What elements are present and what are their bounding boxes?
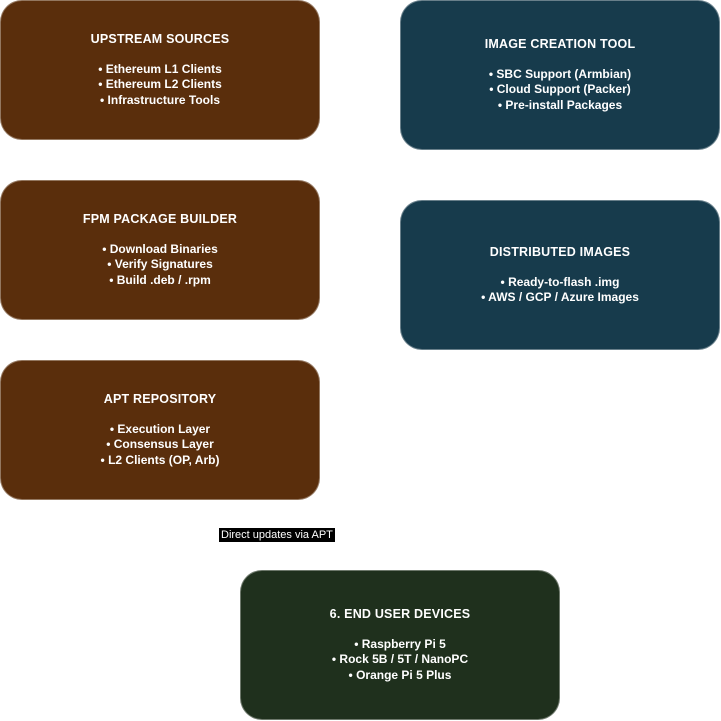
node-title: FPM PACKAGE BUILDER	[82, 211, 238, 226]
node-item-list: • Ready-to-flash .img • AWS / GCP / Azur…	[481, 275, 639, 306]
list-item: • L2 Clients (OP, Arb)	[100, 452, 220, 467]
edge-label-direct-updates: Direct updates via APT	[219, 528, 335, 542]
node-item-list: • Execution Layer • Consensus Layer • L2…	[101, 422, 220, 469]
list-item: • SBC Support (Armbian)	[488, 66, 632, 81]
node-apt-repository: APT REPOSITORY • Execution Layer • Conse…	[0, 360, 320, 500]
node-title: IMAGE CREATION TOOL	[484, 36, 636, 51]
node-item-list: • Download Binaries • Verify Signatures …	[102, 242, 218, 289]
list-item: • Build .deb / .rpm	[109, 272, 211, 287]
node-title: 6. END USER DEVICES	[329, 606, 471, 621]
list-item: • Infrastructure Tools	[100, 92, 220, 107]
list-item: • Verify Signatures	[107, 257, 213, 272]
list-item: • Download Binaries	[102, 241, 218, 256]
node-item-list: • Raspberry Pi 5 • Rock 5B / 5T / NanoPC…	[332, 637, 468, 684]
list-item: • Consensus Layer	[106, 437, 214, 452]
node-end-user-devices: 6. END USER DEVICES • Raspberry Pi 5 • R…	[240, 570, 560, 720]
list-item: • Raspberry Pi 5	[354, 636, 446, 651]
list-item: • AWS / GCP / Azure Images	[481, 290, 639, 304]
node-image-creation-tool: IMAGE CREATION TOOL • SBC Support (Armbi…	[400, 0, 720, 150]
list-item: • Ready-to-flash .img	[500, 274, 620, 289]
node-distributed-images: DISTRIBUTED IMAGES • Ready-to-flash .img…	[400, 200, 720, 350]
list-item: • Cloud Support (Packer)	[489, 82, 631, 97]
node-upstream-sources: UPSTREAM SOURCES • Ethereum L1 Clients •…	[0, 0, 320, 140]
node-title: UPSTREAM SOURCES	[90, 31, 230, 46]
list-item: • Rock 5B / 5T / NanoPC	[331, 652, 469, 667]
list-item: • Pre-install Packages	[497, 97, 623, 112]
list-item: • Execution Layer	[109, 421, 211, 436]
node-item-list: • SBC Support (Armbian) • Cloud Support …	[489, 67, 631, 114]
node-fpm-package-builder: FPM PACKAGE BUILDER • Download Binaries …	[0, 180, 320, 320]
node-title: DISTRIBUTED IMAGES	[489, 244, 631, 259]
node-title: APT REPOSITORY	[103, 391, 217, 406]
list-item: • Ethereum L1 Clients	[98, 61, 222, 76]
list-item: • Orange Pi 5 Plus	[348, 667, 452, 682]
node-item-list: • Ethereum L1 Clients • Ethereum L2 Clie…	[98, 62, 222, 109]
list-item: • Ethereum L2 Clients	[98, 77, 222, 92]
